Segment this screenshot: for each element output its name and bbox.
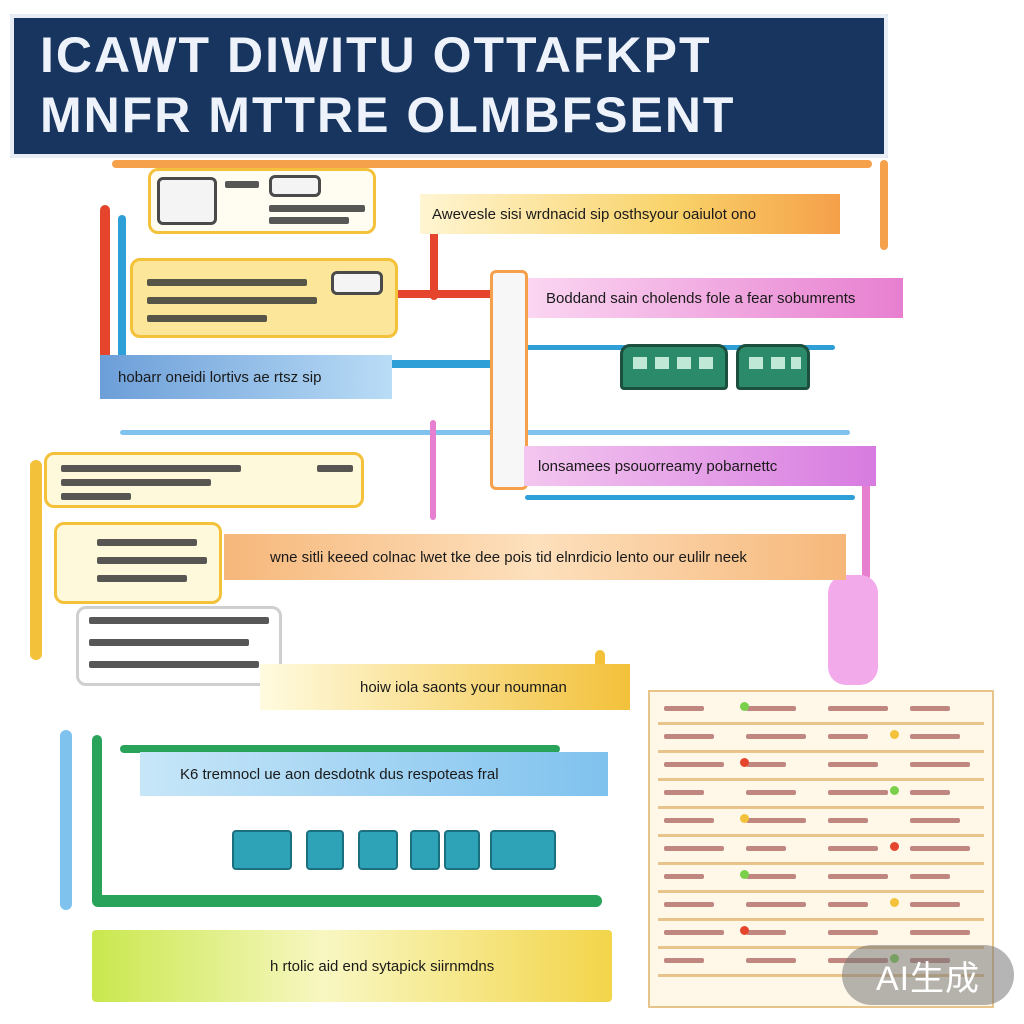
spreadsheet-row: [658, 750, 984, 753]
spreadsheet-cell: [746, 734, 806, 739]
status-dot: [740, 814, 749, 823]
spreadsheet-cell: [746, 930, 786, 935]
note-card-4: [54, 522, 222, 604]
spreadsheet-cell: [828, 790, 888, 795]
spreadsheet-cell: [910, 874, 950, 879]
step-bar-6: hoiw iola saonts your noumnan: [260, 664, 630, 710]
spreadsheet-cell: [910, 818, 960, 823]
step-bar-5: wne sitli keeed colnac lwet tke dee pois…: [224, 534, 846, 580]
status-dot: [740, 758, 749, 767]
status-dot: [740, 702, 749, 711]
spreadsheet-cell: [910, 902, 960, 907]
spreadsheet-cell: [664, 902, 714, 907]
spreadsheet-cell: [910, 930, 970, 935]
tv-icon: [269, 175, 321, 197]
spreadsheet-row: [658, 722, 984, 725]
spreadsheet-cell: [828, 818, 868, 823]
step-4-text: lonsamees psouorreamy pobarnettc: [538, 457, 778, 475]
step-bar-1: Awevesle sisi wrdnacid sip osthsyour oai…: [420, 194, 840, 234]
step-bar-7: K6 tremnocl ue aon desdotnk dus respotea…: [140, 752, 608, 796]
spreadsheet-row: [658, 834, 984, 837]
spreadsheet-cell: [910, 790, 950, 795]
step-3-text: hobarr oneidi lortivs ae rtsz sip: [118, 368, 322, 386]
step-2-text: Boddand sain cholends fole a fear sobumr…: [546, 289, 856, 307]
router-icon: [490, 270, 528, 490]
spreadsheet-row: [658, 806, 984, 809]
spreadsheet-cell: [828, 734, 868, 739]
status-dot: [890, 842, 899, 851]
note-card-5: [76, 606, 282, 686]
spreadsheet-cell: [746, 818, 806, 823]
title-line-1: ICAWT DIWITU OTTAFKPT: [40, 27, 712, 83]
title-banner: [10, 14, 888, 158]
status-dot: [740, 870, 749, 879]
step-1-text: Awevesle sisi wrdnacid sip osthsyour oai…: [432, 205, 757, 223]
spreadsheet-cell: [746, 902, 806, 907]
spreadsheet-row: [658, 946, 984, 949]
title-line-2: MNFR MTTRE OLMBFSENT: [40, 87, 736, 143]
spreadsheet-row: [658, 974, 984, 977]
step-bar-2: Boddand sain cholends fole a fear sobumr…: [528, 278, 903, 318]
spreadsheet-row: [658, 778, 984, 781]
spreadsheet-cell: [828, 846, 878, 851]
spreadsheet-cell: [828, 930, 878, 935]
note-card-2: [130, 258, 398, 338]
spreadsheet-cell: [746, 958, 796, 963]
spreadsheet-cell: [664, 930, 724, 935]
spreadsheet-cell: [664, 734, 714, 739]
bus-icon: [620, 344, 728, 390]
status-dot: [890, 898, 899, 907]
spreadsheet-row: [658, 918, 984, 921]
spreadsheet-cell: [828, 902, 868, 907]
step-bar-3: hobarr oneidi lortivs ae rtsz sip: [100, 355, 392, 399]
step-bar-4: lonsamees psouorreamy pobarnettc: [524, 446, 876, 486]
spreadsheet-cell: [664, 762, 724, 767]
spreadsheet-cell: [664, 790, 704, 795]
ai-generated-watermark: AI生成: [842, 945, 1014, 1005]
spreadsheet-row: [658, 890, 984, 893]
spreadsheet-cell: [910, 846, 970, 851]
step-bar-8: h rtolic aid end sytapick siirnmdns: [92, 930, 612, 1002]
spreadsheet-cell: [828, 706, 888, 711]
status-dot: [890, 730, 899, 739]
spreadsheet-cell: [910, 762, 970, 767]
spreadsheet-cell: [910, 706, 950, 711]
spreadsheet-cell: [746, 706, 796, 711]
note-card-3: [44, 452, 364, 508]
status-dot: [890, 786, 899, 795]
note-card-1: [148, 168, 376, 234]
spreadsheet-cell: [664, 846, 724, 851]
spreadsheet-cell: [746, 874, 796, 879]
spreadsheet-cell: [664, 958, 704, 963]
spreadsheet-row: [658, 862, 984, 865]
step-8-text: h rtolic aid end sytapick siirnmdns: [270, 957, 495, 975]
spreadsheet-cell: [664, 818, 714, 823]
spreadsheet-cell: [664, 706, 704, 711]
step-7-text: K6 tremnocl ue aon desdotnk dus respotea…: [180, 765, 499, 783]
spreadsheet-cell: [746, 846, 786, 851]
spreadsheet-cell: [746, 790, 796, 795]
bus-icon: [736, 344, 810, 390]
tv-icon: [157, 177, 217, 225]
status-dot: [740, 926, 749, 935]
spreadsheet-cell: [828, 874, 888, 879]
step-5-text: wne sitli keeed colnac lwet tke dee pois…: [270, 548, 747, 566]
spreadsheet-cell: [664, 874, 704, 879]
spreadsheet-cell: [910, 734, 960, 739]
spreadsheet-cell: [746, 762, 786, 767]
tv-icon: [331, 271, 383, 295]
step-6-text: hoiw iola saonts your noumnan: [360, 678, 567, 696]
spreadsheet-cell: [828, 762, 878, 767]
